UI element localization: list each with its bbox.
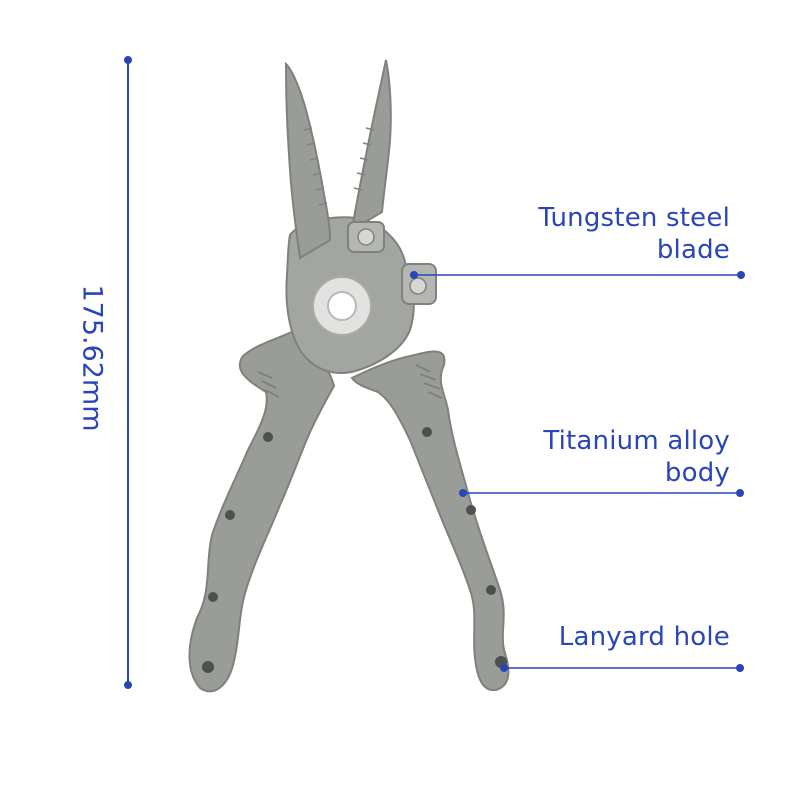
callout-body-line1: Titanium alloy bbox=[543, 426, 730, 456]
right-handle bbox=[350, 350, 510, 692]
callout-blade-line2: blade bbox=[656, 235, 730, 265]
left-handle bbox=[188, 328, 336, 693]
pivot-washer bbox=[312, 276, 372, 336]
left-jaw bbox=[284, 61, 332, 260]
dimension-label: 175.62mm bbox=[76, 284, 108, 432]
left-handle-holes bbox=[202, 432, 273, 673]
height-dimension-line bbox=[124, 56, 132, 689]
callout-lanyard-line1: Lanyard hole bbox=[558, 622, 730, 652]
callout-blade: Tungsten steel blade bbox=[538, 202, 730, 266]
right-handle-holes bbox=[422, 427, 507, 668]
callout-body-line2: body bbox=[664, 458, 730, 488]
blade-screw-upper bbox=[347, 221, 385, 253]
callout-lanyard: Lanyard hole bbox=[559, 621, 730, 653]
callout-body: Titanium alloy body bbox=[543, 425, 730, 489]
callout-line-blade bbox=[410, 271, 745, 279]
blade-screw-lower bbox=[401, 263, 437, 305]
fishing-pliers-illustration bbox=[188, 59, 510, 693]
right-jaw bbox=[350, 59, 392, 232]
callout-line-lanyard bbox=[500, 664, 744, 672]
callout-line-body bbox=[459, 489, 744, 497]
callout-blade-line1: Tungsten steel bbox=[538, 203, 730, 233]
